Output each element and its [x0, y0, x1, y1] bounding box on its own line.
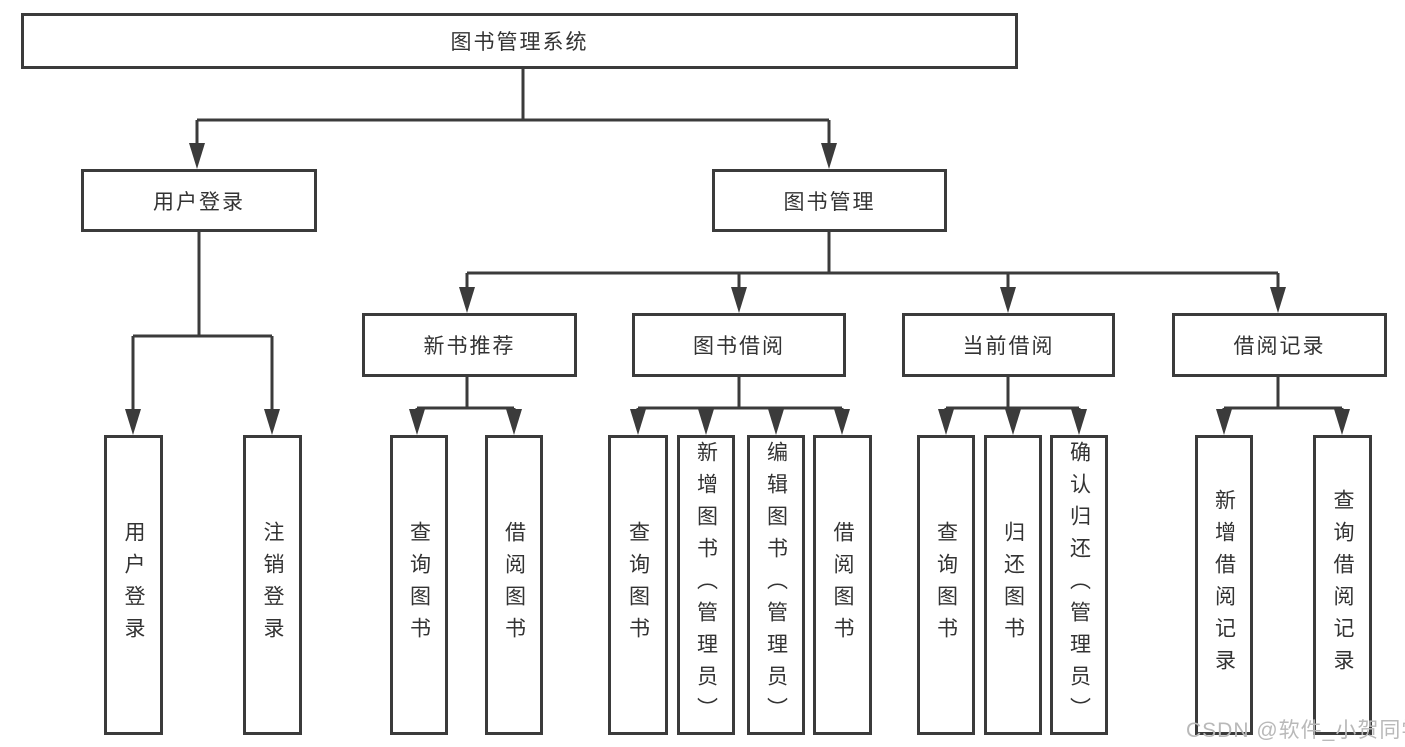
leaf-add-books-admin: 新增图书（管理员） [677, 435, 735, 735]
leaf-borrow-books-recommend: 借阅图书 [485, 435, 543, 735]
csdn-watermark: CSDN @软件_小贺同学 [1186, 719, 1405, 742]
leaf-edit-books-admin: 编辑图书（管理员） [747, 435, 805, 735]
node-current-borrowing: 当前借阅 [902, 313, 1115, 377]
leaf-add-borrow-record: 新增借阅记录 [1195, 435, 1253, 735]
leaf-borrow-books: 借阅图书 [813, 435, 872, 735]
leaf-user-login: 用户登录 [104, 435, 163, 735]
leaf-add-books-admin-label: 新增图书（管理员） [694, 441, 718, 729]
leaf-borrow-books-recommend-label: 借阅图书 [502, 521, 526, 649]
leaf-query-borrow-record: 查询借阅记录 [1313, 435, 1372, 735]
leaf-borrow-books-label: 借阅图书 [831, 521, 854, 649]
node-current-borrowing-label: 当前借阅 [962, 335, 1055, 358]
leaf-user-login-label: 用户登录 [122, 521, 145, 649]
node-new-book-recommend: 新书推荐 [362, 313, 577, 377]
node-book-borrowing: 图书借阅 [632, 313, 846, 377]
node-user-login-label: 用户登录 [153, 190, 245, 214]
node-book-borrowing-label: 图书借阅 [693, 335, 785, 358]
node-borrow-records-label: 借阅记录 [1233, 335, 1326, 358]
leaf-query-books-current: 查询图书 [917, 435, 975, 735]
node-book-management-label: 图书管理 [783, 190, 876, 214]
node-new-book-recommend-label: 新书推荐 [423, 335, 516, 358]
node-borrow-records: 借阅记录 [1172, 313, 1387, 377]
leaf-query-borrow-record-label: 查询借阅记录 [1331, 489, 1354, 681]
leaf-query-books-recommend-label: 查询图书 [407, 521, 431, 649]
leaf-return-books: 归还图书 [984, 435, 1042, 735]
node-root-label: 图书管理系统 [450, 31, 589, 54]
node-root: 图书管理系统 [21, 13, 1018, 69]
leaf-query-books-borrowing: 查询图书 [608, 435, 668, 735]
leaf-confirm-return-admin-label: 确认归还（管理员） [1067, 441, 1091, 729]
leaf-query-books-recommend: 查询图书 [390, 435, 448, 735]
leaf-confirm-return-admin: 确认归还（管理员） [1050, 435, 1108, 735]
leaf-return-books-label: 归还图书 [1001, 521, 1025, 649]
leaf-add-borrow-record-label: 新增借阅记录 [1212, 489, 1236, 681]
leaf-logout-label: 注销登录 [261, 521, 284, 649]
leaf-logout: 注销登录 [243, 435, 302, 735]
node-user-login: 用户登录 [81, 169, 317, 232]
node-book-management: 图书管理 [712, 169, 947, 232]
leaf-query-books-current-label: 查询图书 [934, 521, 958, 649]
leaf-edit-books-admin-label: 编辑图书（管理员） [764, 441, 788, 729]
leaf-query-books-borrowing-label: 查询图书 [626, 521, 650, 649]
